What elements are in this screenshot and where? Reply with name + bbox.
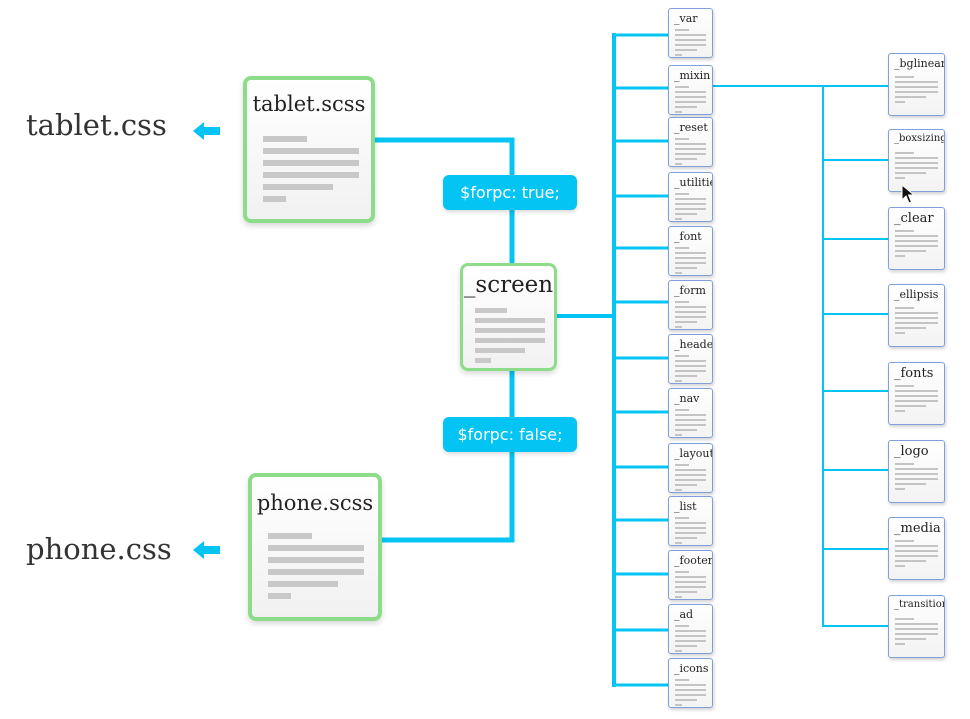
partials-file-footer: _footer [668, 550, 713, 600]
partials-file-name: _header [674, 338, 713, 351]
mixins-file-lines [895, 307, 938, 337]
partials-file-lines [675, 517, 706, 545]
partials-file-layout: _layout [668, 443, 713, 493]
partials-file-name: _layout [674, 447, 713, 460]
partials-file-lines [675, 464, 706, 492]
screen-card: _screen [460, 263, 557, 371]
partials-file-lines [675, 247, 706, 275]
tablet-arrow-icon [193, 122, 220, 140]
tablet-text-lines [263, 136, 359, 208]
mixins-file-lines [895, 463, 938, 493]
mixins-file-name: _transition [894, 599, 945, 610]
partials-file-name: _icons [674, 662, 709, 675]
partials-file-lines [675, 86, 706, 114]
partials-file-lines [675, 355, 706, 383]
mixins-file-lines [895, 618, 938, 648]
mixins-file-bglinear: _bglinear [888, 53, 945, 116]
forpc-false-flag: $forpc: false; [443, 417, 577, 452]
mixins-file-lines [895, 385, 938, 415]
phone-css-label: phone.css [26, 532, 172, 566]
screen-title: _screen [463, 272, 554, 298]
partials-file-nav: _nav [668, 388, 713, 438]
mouse-cursor-icon [901, 184, 915, 204]
partials-file-lines [675, 625, 706, 653]
partials-file-lines [675, 571, 706, 599]
screen-text-lines [475, 308, 545, 368]
mixins-file-name: _clear [894, 211, 934, 226]
partials-file-name: _var [674, 12, 698, 25]
partials-file-lines [675, 679, 706, 707]
partials-file-name: _form [674, 284, 706, 297]
partials-file-var: _var [668, 8, 713, 58]
partials-file-name: _list [674, 500, 697, 513]
phone-arrow-icon [193, 541, 220, 559]
partials-file-reset: _reset [668, 117, 713, 167]
partials-file-lines [675, 409, 706, 437]
partials-file-lines [675, 138, 706, 166]
partials-file-name: _utilities [674, 176, 712, 189]
mixins-file-name: _boxsizing [894, 133, 945, 144]
partials-file-utilities: _utilities [668, 172, 713, 222]
phone-text-lines [268, 533, 364, 605]
partials-file-form: _form [668, 280, 713, 330]
mixins-file-ellipsis: _ellipsis [888, 284, 945, 347]
partials-file-lines [675, 29, 706, 57]
tablet-scss-title: tablet.scss [252, 92, 366, 116]
mixins-file-name: _media [894, 521, 941, 536]
partials-file-font: _font [668, 226, 713, 276]
tablet-scss-card: tablet.scss [243, 76, 375, 223]
partials-file-list: _list [668, 496, 713, 546]
mixins-file-lines [895, 540, 938, 570]
tablet-css-label: tablet.css [26, 108, 167, 142]
partials-file-icons: _icons [668, 658, 713, 708]
mixins-file-logo: _logo [888, 440, 945, 503]
mixins-file-fonts: _fonts [888, 362, 945, 425]
partials-file-name: _font [674, 230, 702, 243]
mixins-file-name: _bglinear [894, 57, 945, 70]
mixins-file-name: _logo [894, 444, 929, 459]
phone-scss-card: phone.scss [248, 473, 382, 621]
partials-file-header: _header [668, 334, 713, 384]
partials-file-name: _footer [674, 554, 713, 567]
phone-scss-title: phone.scss [256, 491, 374, 515]
mixins-file-boxsizing: _boxsizing [888, 129, 945, 192]
mixins-file-transition: _transition [888, 595, 945, 658]
mixins-file-media: _media [888, 517, 945, 580]
partials-file-lines [675, 193, 706, 221]
mixins-file-lines [895, 230, 938, 260]
mixins-file-clear: _clear [888, 207, 945, 270]
partials-file-name: _reset [674, 121, 708, 134]
mixins-file-lines [895, 76, 938, 106]
mixins-file-name: _fonts [894, 366, 934, 381]
partials-file-ad: _ad [668, 604, 713, 654]
partials-file-name: _mixin [674, 69, 711, 82]
forpc-true-flag: $forpc: true; [443, 175, 577, 210]
partials-file-mixin: _mixin [668, 65, 713, 115]
mixins-file-name: _ellipsis [894, 288, 939, 301]
partials-file-lines [675, 301, 706, 329]
mixins-file-lines [895, 152, 938, 182]
partials-file-name: _nav [674, 392, 700, 405]
partials-file-name: _ad [674, 608, 694, 621]
